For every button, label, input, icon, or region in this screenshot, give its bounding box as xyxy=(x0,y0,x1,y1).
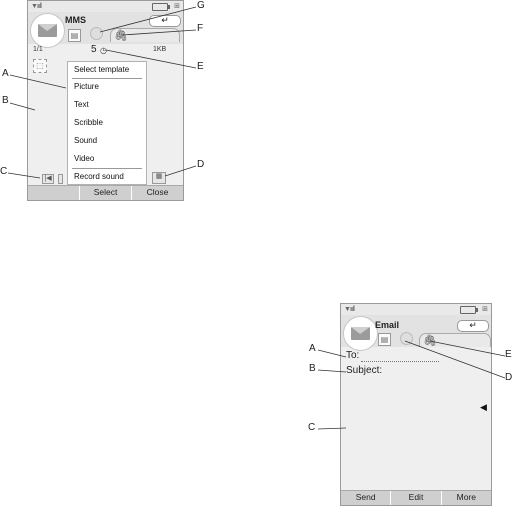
softkey-left[interactable] xyxy=(28,186,79,200)
message-type-badge xyxy=(30,13,65,48)
insert-object-icon[interactable]: ⬚ xyxy=(33,59,47,73)
slide-counter: 1/1 xyxy=(33,46,43,53)
paperclip-icon: 🖇 xyxy=(114,29,128,42)
sound-icon[interactable] xyxy=(400,332,413,345)
back-button[interactable]: ↵ xyxy=(149,15,181,27)
envelope-icon xyxy=(38,24,57,37)
battery-icon xyxy=(460,306,476,314)
menu-item-video[interactable]: Video xyxy=(74,154,94,163)
signal-icon: ▼ıııll xyxy=(31,3,41,10)
menu-item-sound[interactable]: Sound xyxy=(74,136,97,145)
callout-label-d: D xyxy=(197,159,204,170)
attachment-tab[interactable]: 🖇 xyxy=(419,333,491,347)
envelope-icon xyxy=(351,327,370,340)
timer-icon[interactable]: ◷ xyxy=(100,46,107,55)
note-icon[interactable]: ▤ xyxy=(68,29,81,42)
slide-timer-value: 5 xyxy=(91,44,97,55)
signal-icon: ▼ıııll xyxy=(344,306,354,313)
callout-label-a: A xyxy=(309,343,316,354)
to-label: To: xyxy=(346,350,359,361)
paperclip-icon: 🖇 xyxy=(423,334,437,347)
callout-label-g: G xyxy=(197,0,205,11)
softkey-bar: Send Edit More xyxy=(341,490,491,505)
menu-title: Select template xyxy=(74,65,129,74)
scroll-arrow-icon[interactable]: ◀ xyxy=(480,402,487,413)
mms-screen: ▼ıııll ⊞ MMS ↵ ▤ 🖇 1/1 5 ◷ 1KB ⬚ Select … xyxy=(27,0,184,201)
edit-button[interactable]: Edit xyxy=(390,491,440,505)
menu-item-text[interactable]: Text xyxy=(74,100,89,109)
note-icon[interactable]: ▤ xyxy=(378,333,391,346)
page-title: MMS xyxy=(65,15,86,25)
network-icon: ⊞ xyxy=(482,305,488,313)
subject-label: Subject: xyxy=(346,365,382,376)
previous-slide-button[interactable]: |◀ xyxy=(42,174,54,184)
menu-divider xyxy=(72,78,142,79)
callout-label-e: E xyxy=(197,61,204,72)
slide-options-icon[interactable]: ▦ xyxy=(152,172,166,184)
callout-label-c: C xyxy=(308,422,315,433)
email-screen: ▼ıııll ⊞ Email ↵ ▤ 🖇 To: Subject: ◀ Send… xyxy=(340,303,492,506)
menu-item-record-sound[interactable]: Record sound xyxy=(74,172,124,181)
callout-label-e: E xyxy=(505,349,512,360)
attachment-tab[interactable]: 🖇 xyxy=(110,28,180,42)
select-template-menu: Select template Picture Text Scribble So… xyxy=(67,61,147,185)
menu-item-scribble[interactable]: Scribble xyxy=(74,118,103,127)
page-title: Email xyxy=(375,320,399,330)
softkey-bar: Select Close xyxy=(28,185,183,200)
callout-label-d: D xyxy=(505,372,512,383)
status-bar: ▼ıııll ⊞ xyxy=(341,304,491,315)
network-icon: ⊞ xyxy=(174,2,180,10)
battery-icon xyxy=(152,3,168,11)
sound-icon[interactable] xyxy=(90,27,103,40)
menu-divider xyxy=(72,168,142,169)
more-button[interactable]: More xyxy=(441,491,491,505)
back-button[interactable]: ↵ xyxy=(457,320,489,332)
to-field[interactable] xyxy=(361,361,439,362)
message-type-badge xyxy=(343,316,378,351)
callout-label-a: A xyxy=(2,68,9,79)
callout-label-b: B xyxy=(309,363,316,374)
callout-label-f: F xyxy=(197,23,203,34)
select-button[interactable]: Select xyxy=(79,186,131,200)
message-size: 1KB xyxy=(153,46,166,53)
callout-label-c: C xyxy=(0,166,7,177)
close-button[interactable]: Close xyxy=(131,186,183,200)
callout-label-b: B xyxy=(2,95,9,106)
status-bar: ▼ıııll ⊞ xyxy=(28,1,183,12)
next-slide-button[interactable] xyxy=(58,174,63,184)
send-button[interactable]: Send xyxy=(341,491,390,505)
menu-item-picture[interactable]: Picture xyxy=(74,82,99,91)
